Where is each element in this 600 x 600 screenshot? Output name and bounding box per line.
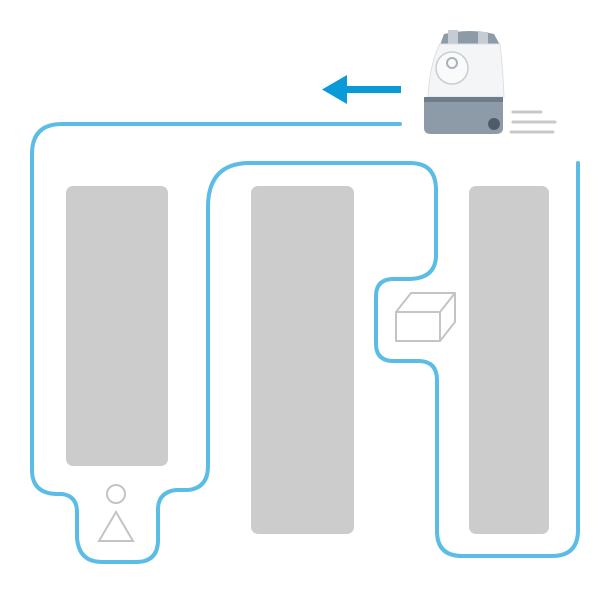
robot-icon xyxy=(424,30,505,134)
motion-lines-icon xyxy=(509,110,557,134)
direction-arrow-icon xyxy=(322,75,401,104)
box-icon xyxy=(395,292,456,342)
shelf-3 xyxy=(469,186,549,534)
shelf-2 xyxy=(251,186,354,534)
robot-route-path xyxy=(30,122,580,564)
person-icon xyxy=(97,484,135,542)
shelf-1 xyxy=(66,186,168,466)
shelves xyxy=(66,186,549,534)
